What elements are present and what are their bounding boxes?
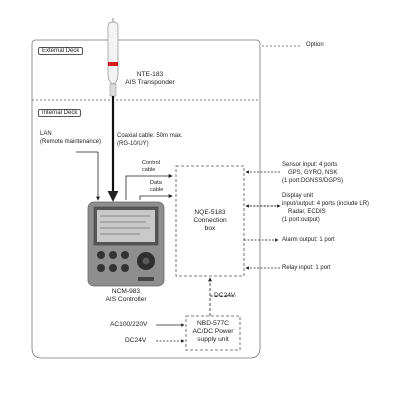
- display-ports-io: input/output: 4 ports (include LR): [282, 201, 370, 207]
- controller-model: NCM-983: [111, 288, 141, 295]
- lan-label: LAN: [40, 131, 52, 137]
- coaxial-cable-spec: (RG-10/UY): [117, 141, 149, 147]
- transponder-name: AIS Transponder: [125, 79, 175, 86]
- data-cable-label: Data: [150, 180, 162, 186]
- coaxial-cable-label: Coaxial cable: 50m max.: [117, 133, 183, 139]
- alarm-output-label: Alarm output: 1 port: [282, 237, 335, 243]
- control-cable-line: [125, 174, 173, 200]
- display-ports-label: Display unit: [282, 193, 314, 199]
- sensor-ports-label: Sensor input: 4 ports: [282, 162, 338, 168]
- sensor-ports-types: GPS, GYRO, NSK: [288, 170, 338, 176]
- data-cable-line: [139, 194, 173, 200]
- control-cable-label: Control: [142, 160, 161, 166]
- external-deck-label: External Deck: [38, 47, 84, 55]
- system-boundary-top: [31, 39, 261, 46]
- ac-input-label: AC100/220V: [110, 321, 148, 328]
- power-unit-line2: AC/DC Power: [192, 328, 234, 335]
- sensor-ports-note: (1 port:DGNSS/DGPS): [282, 178, 344, 184]
- relay-input-label: Relay input: 1 port: [282, 265, 331, 271]
- dc-input-label: DC24V: [125, 337, 147, 344]
- connection-box-line3: box: [204, 225, 216, 232]
- power-unit-model: NBD-577C: [197, 320, 229, 327]
- ais-controller-device: [87, 201, 165, 287]
- data-cable-label-2: cable: [150, 187, 164, 193]
- lan-sublabel: (Remote maintenance): [40, 139, 102, 145]
- internal-deck-label: Internal Deck: [38, 109, 82, 117]
- transponder-antenna-icon: [107, 18, 119, 97]
- power-unit-line3: supply unit: [197, 336, 229, 343]
- transponder-model: NTE-183: [136, 71, 164, 78]
- control-cable-label-2: cable: [142, 167, 156, 173]
- dc24v-box-label: DC24V: [214, 292, 236, 299]
- controller-name: AIS Controller: [105, 296, 147, 303]
- display-ports-note: (1 port:output): [282, 217, 320, 223]
- legend-option-label: Option: [306, 42, 324, 48]
- power-supply-frame: [185, 315, 241, 351]
- connection-box-line2: Connection: [193, 217, 227, 224]
- connection-box-frame: [175, 165, 245, 277]
- connection-box-model: NQE-5183: [194, 209, 226, 216]
- system-boundary: [31, 46, 261, 359]
- display-ports-types: Radar, ECDIS: [288, 209, 326, 215]
